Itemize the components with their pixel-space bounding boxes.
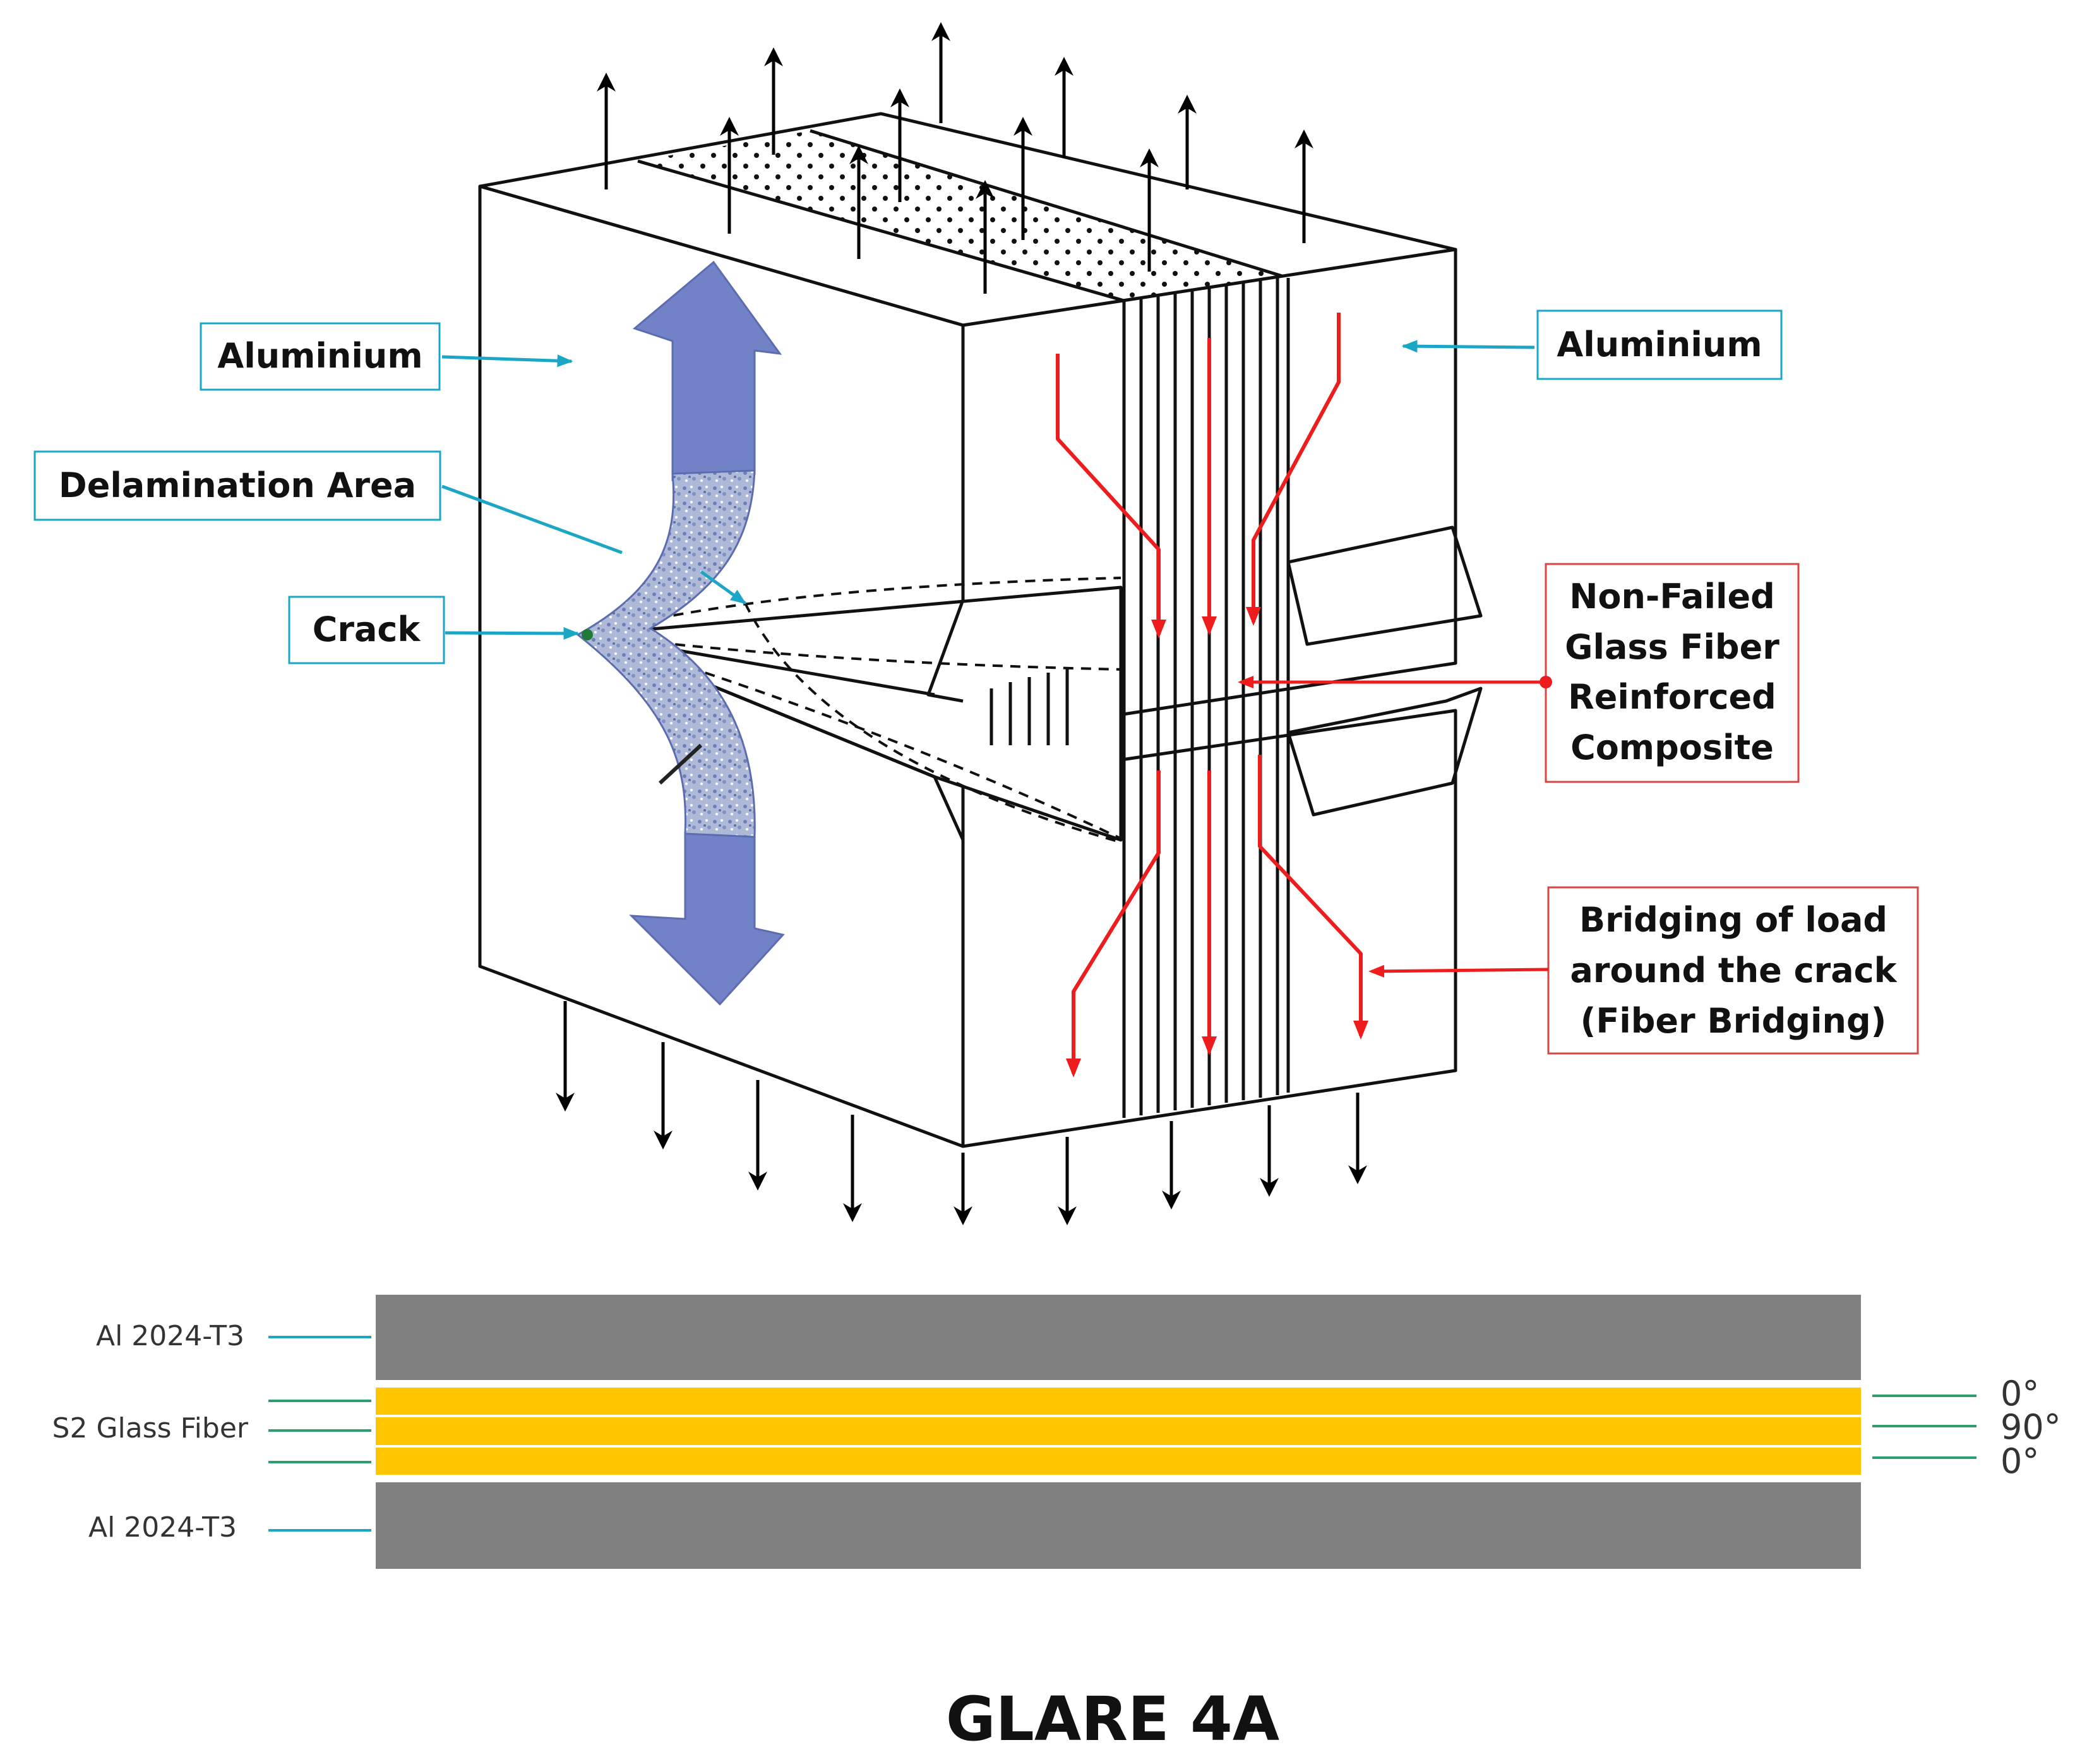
tension-arrows-bottom bbox=[556, 1001, 1367, 1225]
callout-label: Crack bbox=[313, 609, 421, 649]
callout-label: Aluminium bbox=[217, 336, 422, 376]
callout-line-1: Non-Failed bbox=[1569, 577, 1775, 616]
callout-aluminium-left: Aluminium bbox=[200, 322, 573, 391]
block-top-dotted-layer bbox=[638, 131, 1288, 301]
callout-aluminium-right: Aluminium bbox=[1401, 309, 1783, 380]
layer-label-al-top: Al 2024-T3 bbox=[96, 1320, 244, 1352]
layer-label-al-bottom: Al 2024-T3 bbox=[88, 1511, 237, 1544]
bridging-arrows bbox=[1056, 313, 1368, 1077]
arrow-down-head bbox=[629, 832, 785, 1006]
layer-al-top bbox=[376, 1295, 1861, 1380]
callout-line-4: Composite bbox=[1570, 728, 1774, 767]
callout-line-3: (Fiber Bridging) bbox=[1581, 1001, 1887, 1041]
layer-glass-fiber-90 bbox=[376, 1417, 1861, 1445]
callout-line-1: Bridging of load bbox=[1579, 900, 1887, 940]
callout-crack: Crack bbox=[288, 596, 580, 664]
callout-line-3: Reinforced bbox=[1568, 677, 1776, 717]
callout-line-2: Glass Fiber bbox=[1565, 627, 1779, 667]
ply-angle-middle: 90° bbox=[2000, 1407, 2061, 1447]
crack-opening-arrow bbox=[576, 260, 785, 1006]
layup-title: GLARE 4A bbox=[946, 1684, 1279, 1755]
layer-label-glass-fiber: S2 Glass Fiber bbox=[52, 1412, 249, 1444]
callout-label: Delamination Area bbox=[59, 465, 416, 505]
callout-label: Aluminium bbox=[1557, 325, 1762, 364]
arrow-up-head bbox=[632, 260, 782, 481]
layer-glass-fiber-0-bottom bbox=[376, 1448, 1861, 1475]
layer-al-bottom bbox=[376, 1482, 1861, 1569]
layer-glass-fiber-0-top bbox=[376, 1388, 1861, 1415]
callout-line-2: around the crack bbox=[1570, 951, 1897, 990]
ply-angle-bottom: 0° bbox=[2000, 1441, 2039, 1481]
layup-diagram: Al 2024-T3 S2 Glass Fiber Al 2024-T3 0° … bbox=[52, 1295, 2061, 1755]
callout-delamination-area: Delamination Area bbox=[33, 450, 747, 605]
callout-non-failed-composite: Non-Failed Glass Fiber Reinforced Compos… bbox=[1238, 563, 1800, 783]
callout-fiber-bridging: Bridging of load around the crack (Fiber… bbox=[1368, 886, 1919, 1055]
tension-arrows-top bbox=[597, 22, 1313, 294]
ply-angle-top: 0° bbox=[2000, 1374, 2039, 1413]
delamination-wave bbox=[576, 469, 756, 838]
